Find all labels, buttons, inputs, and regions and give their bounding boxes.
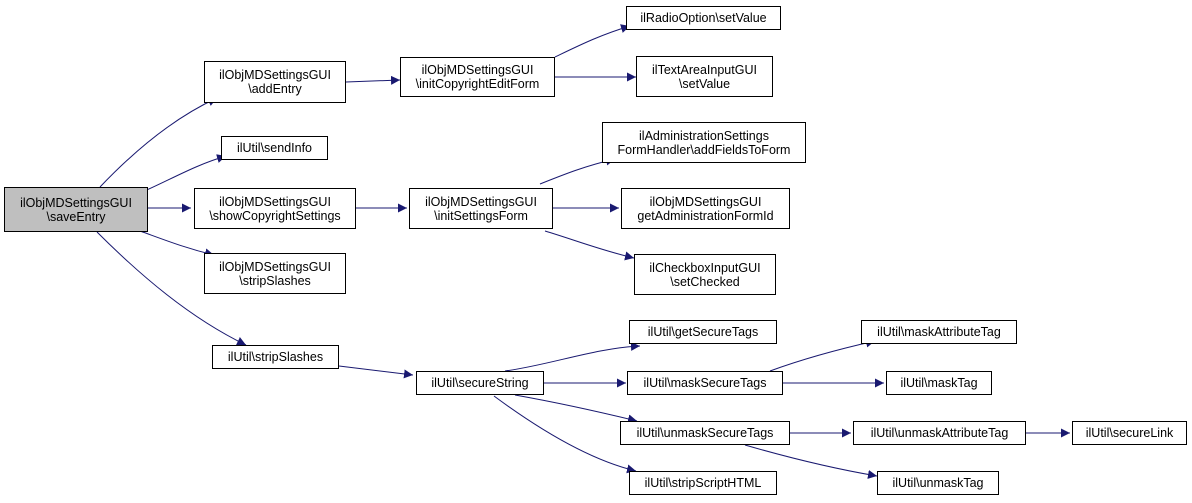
- node-utilStripSlashes[interactable]: ilUtil\stripSlashes: [212, 345, 339, 369]
- node-textAreaSetValue-line2: \setValue: [678, 76, 731, 91]
- edge-unmaskSecure-unmaskTag: [744, 444, 878, 479]
- node-maskAttributeTag-line1: ilUtil\maskAttributeTag: [877, 325, 1001, 339]
- node-addEntry-line1: ilObjMDSettingsGUI: [219, 68, 331, 82]
- node-unmaskTag-line1: ilUtil\unmaskTag: [892, 476, 984, 490]
- edge-utilStripSlashes-secureString: [338, 365, 414, 379]
- edge-initSettings-checkboxSetChecked: [544, 230, 635, 261]
- node-textAreaSetValue[interactable]: ilTextAreaInputGUI \setValue: [636, 56, 773, 97]
- node-mdStripSlashes-line1: ilObjMDSettingsGUI: [219, 259, 331, 274]
- node-saveEntry: ilObjMDSettingsGUI \saveEntry: [4, 187, 148, 232]
- node-mdStripSlashes-line2: \stripSlashes: [239, 273, 311, 288]
- edge-secureString-stripScriptHTML: [493, 395, 637, 474]
- node-initCopyrightEditForm-line1: ilObjMDSettingsGUI: [421, 63, 534, 77]
- node-showCopyrightSettings-line1: ilObjMDSettingsGUI: [219, 194, 331, 209]
- node-textAreaSetValue-line1: ilTextAreaInputGUI: [652, 62, 757, 77]
- node-addEntry[interactable]: ilObjMDSettingsGUI \addEntry: [204, 61, 346, 103]
- node-unmaskAttributeTag[interactable]: ilUtil\unmaskAttributeTag: [853, 421, 1026, 445]
- node-addFieldsToForm[interactable]: ilAdministrationSettings FormHandler\add…: [602, 122, 806, 163]
- edge-maskSecure-maskAttributeTag: [769, 338, 876, 372]
- node-getSecureTags-line1: ilUtil\getSecureTags: [647, 325, 759, 339]
- node-saveEntry-line2: \saveEntry: [46, 209, 106, 224]
- node-saveEntry-line1: ilObjMDSettingsGUI: [20, 195, 132, 210]
- edge-saveEntry-sendInfo: [139, 154, 227, 194]
- node-secureString-line1: ilUtil\secureString: [431, 376, 529, 390]
- node-maskTag-line1: ilUtil\maskTag: [900, 376, 978, 390]
- node-maskSecureTags-line1: ilUtil\maskSecureTags: [643, 376, 767, 390]
- edge-saveEntry-utilStripSlashes: [96, 231, 247, 346]
- node-unmaskSecureTags-line1: ilUtil\unmaskSecureTags: [636, 426, 774, 440]
- node-checkboxSetChecked[interactable]: ilCheckboxInputGUI \setChecked: [634, 254, 776, 295]
- node-getAdministrationFormId-line1: ilObjMDSettingsGUI: [649, 194, 762, 209]
- node-showCopyrightSettings[interactable]: ilObjMDSettingsGUI \showCopyrightSetting…: [194, 188, 356, 229]
- node-sendInfo-line1: ilUtil\sendInfo: [236, 141, 313, 155]
- node-addFieldsToForm-line2: FormHandler\addFieldsToForm: [617, 142, 791, 157]
- node-checkboxSetChecked-line2: \setChecked: [670, 274, 740, 289]
- node-secureLink[interactable]: ilUtil\secureLink: [1072, 421, 1187, 445]
- node-initCopyrightEditForm[interactable]: ilObjMDSettingsGUI \initCopyrightEditFor…: [400, 57, 555, 97]
- node-secureLink-line1: ilUtil\secureLink: [1085, 426, 1174, 440]
- node-unmaskAttributeTag-line1: ilUtil\unmaskAttributeTag: [870, 426, 1009, 440]
- node-getAdministrationFormId[interactable]: ilObjMDSettingsGUI getAdministrationForm…: [621, 188, 790, 229]
- node-secureString[interactable]: ilUtil\secureString: [416, 371, 544, 395]
- node-getAdministrationFormId-line2: getAdministrationFormId: [637, 208, 774, 223]
- node-utilStripSlashes-line1: ilUtil\stripSlashes: [227, 350, 324, 364]
- node-initSettingsForm[interactable]: ilObjMDSettingsGUI \initSettingsForm: [409, 188, 553, 229]
- node-maskAttributeTag[interactable]: ilUtil\maskAttributeTag: [861, 320, 1017, 344]
- node-initCopyrightEditForm-line2: \initCopyrightEditForm: [415, 77, 540, 91]
- node-initSettingsForm-line1: ilObjMDSettingsGUI: [425, 194, 537, 209]
- node-unmaskSecureTags[interactable]: ilUtil\unmaskSecureTags: [620, 421, 790, 445]
- node-maskTag[interactable]: ilUtil\maskTag: [886, 371, 992, 395]
- node-unmaskTag[interactable]: ilUtil\unmaskTag: [877, 471, 999, 495]
- node-getSecureTags[interactable]: ilUtil\getSecureTags: [629, 320, 777, 344]
- edge-saveEntry-mdStripSlashes: [139, 230, 215, 258]
- node-initSettingsForm-line2: \initSettingsForm: [434, 208, 528, 223]
- node-maskSecureTags[interactable]: ilUtil\maskSecureTags: [627, 371, 783, 395]
- node-radioSetValue-line1: ilRadioOption\setValue: [640, 11, 767, 25]
- node-showCopyrightSettings-line2: \showCopyrightSettings: [209, 208, 341, 223]
- node-mdStripSlashes[interactable]: ilObjMDSettingsGUI \stripSlashes: [204, 253, 346, 294]
- edge-saveEntry-addEntry: [99, 97, 218, 188]
- node-sendInfo[interactable]: ilUtil\sendInfo: [221, 136, 328, 160]
- edge-addEntry-initCopyrightEditForm: [345, 75, 401, 85]
- node-addEntry-line2: \addEntry: [248, 82, 302, 96]
- node-addFieldsToForm-line1: ilAdministrationSettings: [639, 128, 769, 143]
- node-stripScriptHTML[interactable]: ilUtil\stripScriptHTML: [629, 471, 777, 495]
- node-checkboxSetChecked-line1: ilCheckboxInputGUI: [649, 260, 761, 275]
- node-radioSetValue[interactable]: ilRadioOption\setValue: [626, 6, 781, 30]
- edge-secureString-unmaskSecureTags: [514, 394, 638, 424]
- node-stripScriptHTML-line1: ilUtil\stripScriptHTML: [644, 476, 762, 490]
- edge-secureString-getSecureTags: [504, 341, 641, 372]
- edge-initCopyright-radioSetValue: [554, 24, 631, 58]
